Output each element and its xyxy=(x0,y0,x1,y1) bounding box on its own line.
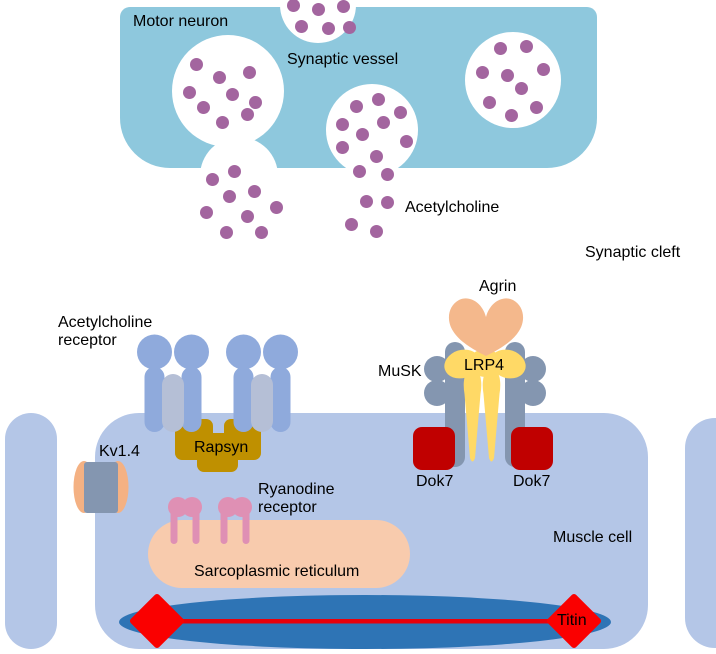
acetylcholine-dot xyxy=(482,95,496,109)
sarcoplasmic-reticulum-label: Sarcoplasmic reticulum xyxy=(194,563,360,580)
acetylcholine-dot xyxy=(380,167,394,181)
acetylcholine-dot xyxy=(227,164,241,178)
acetylcholine-dot xyxy=(500,68,514,82)
acetylcholine-dot xyxy=(355,127,369,141)
musk-label: MuSK xyxy=(378,363,422,380)
ryanodine-receptor-label: Ryanodine receptor xyxy=(258,481,335,517)
lrp4-label: LRP4 xyxy=(464,357,505,374)
acetylcholine-dot xyxy=(212,70,226,84)
acetylcholine-dot xyxy=(475,65,489,79)
acetylcholine-dot xyxy=(342,20,356,34)
acetylcholine-dot xyxy=(269,200,283,214)
titin-label: Titin xyxy=(557,612,587,629)
acetylcholine-dot xyxy=(493,41,507,55)
lrp4-shape xyxy=(444,349,526,462)
acetylcholine-receptor-label-line1: Acetylcholine xyxy=(58,314,153,331)
acetylcholine-dot xyxy=(349,99,363,113)
acetylcholine-dot xyxy=(242,65,256,79)
acetylcholine-dot xyxy=(376,115,390,129)
acetylcholine-dot xyxy=(369,149,383,163)
acetylcholine-dot xyxy=(254,225,268,239)
acetylcholine-dot xyxy=(536,62,550,76)
ryanodine-receptor-label-line2: receptor xyxy=(258,499,317,516)
acetylcholine-dot xyxy=(215,115,229,129)
acetylcholine-dot xyxy=(321,21,335,35)
acetylcholine-receptor-label-line2: receptor xyxy=(58,332,117,349)
acetylcholine-dot xyxy=(294,19,308,33)
acetylcholine-dot xyxy=(359,194,373,208)
acetylcholine-dot xyxy=(335,117,349,131)
muscle-cell-label: Muscle cell xyxy=(553,529,633,546)
acetylcholine-dot xyxy=(336,0,350,13)
acetylcholine-dot xyxy=(514,81,528,95)
agrin-label: Agrin xyxy=(479,278,517,295)
titin-diamond-left xyxy=(129,593,185,649)
acetylcholine-dot xyxy=(240,209,254,223)
acetylcholine-receptor-2 xyxy=(226,334,298,432)
acetylcholine-dot xyxy=(393,105,407,119)
titin-shape xyxy=(119,593,611,649)
acetylcholine-dot xyxy=(352,164,366,178)
acetylcholine-dot xyxy=(219,225,233,239)
agrin-shape xyxy=(448,298,524,356)
acetylcholine-dot xyxy=(189,57,203,71)
dok7-right-shape xyxy=(511,427,553,470)
acetylcholine-dot xyxy=(286,0,300,12)
ryanodine-receptor-label-line1: Ryanodine xyxy=(258,481,335,498)
synaptic-vessel-label: Synaptic vessel xyxy=(287,51,399,68)
dok7-left-shape xyxy=(413,427,455,470)
ryanodine-receptor-1 xyxy=(168,497,202,544)
acetylcholine-receptor-label: Acetylcholine receptor xyxy=(58,314,152,350)
acetylcholine-dot xyxy=(399,134,413,148)
sarcoplasmic-reticulum-shape xyxy=(148,520,410,588)
acetylcholine-dot xyxy=(222,189,236,203)
acetylcholine-dot xyxy=(182,85,196,99)
acetylcholine-dot xyxy=(371,92,385,106)
acetylcholine-dot xyxy=(248,95,262,109)
dok7-right-label: Dok7 xyxy=(513,473,551,490)
acetylcholine-dot xyxy=(529,100,543,114)
motor-neuron-label: Motor neuron xyxy=(133,13,229,30)
acetylcholine-dot xyxy=(205,172,219,186)
acetylcholine-label: Acetylcholine xyxy=(405,199,500,216)
acetylcholine-dot xyxy=(247,184,261,198)
acetylcholine-dot xyxy=(196,100,210,114)
acetylcholine-dot xyxy=(225,87,239,101)
acetylcholine-dot xyxy=(369,224,383,238)
acetylcholine-receptor-1 xyxy=(137,334,209,432)
muscle-cell-left-shape xyxy=(5,413,57,649)
acetylcholine-dot xyxy=(335,140,349,154)
rapsyn-label: Rapsyn xyxy=(194,439,249,456)
kv14-channel-shape xyxy=(73,461,129,513)
ryanodine-receptor-2 xyxy=(218,497,252,544)
kv14-label: Kv1.4 xyxy=(99,443,140,460)
acetylcholine-dot xyxy=(344,217,358,231)
muscle-cell-right-shape xyxy=(685,418,716,648)
acetylcholine-dot xyxy=(240,107,254,121)
acetylcholine-dot xyxy=(380,195,394,209)
dok7-left-label: Dok7 xyxy=(416,473,454,490)
acetylcholine-dot xyxy=(311,2,325,16)
acetylcholine-dot xyxy=(519,39,533,53)
titin-diamond-right xyxy=(546,593,602,649)
acetylcholine-dot xyxy=(504,108,518,122)
acetylcholine-dot xyxy=(199,205,213,219)
synaptic-cleft-label: Synaptic cleft xyxy=(585,244,681,261)
